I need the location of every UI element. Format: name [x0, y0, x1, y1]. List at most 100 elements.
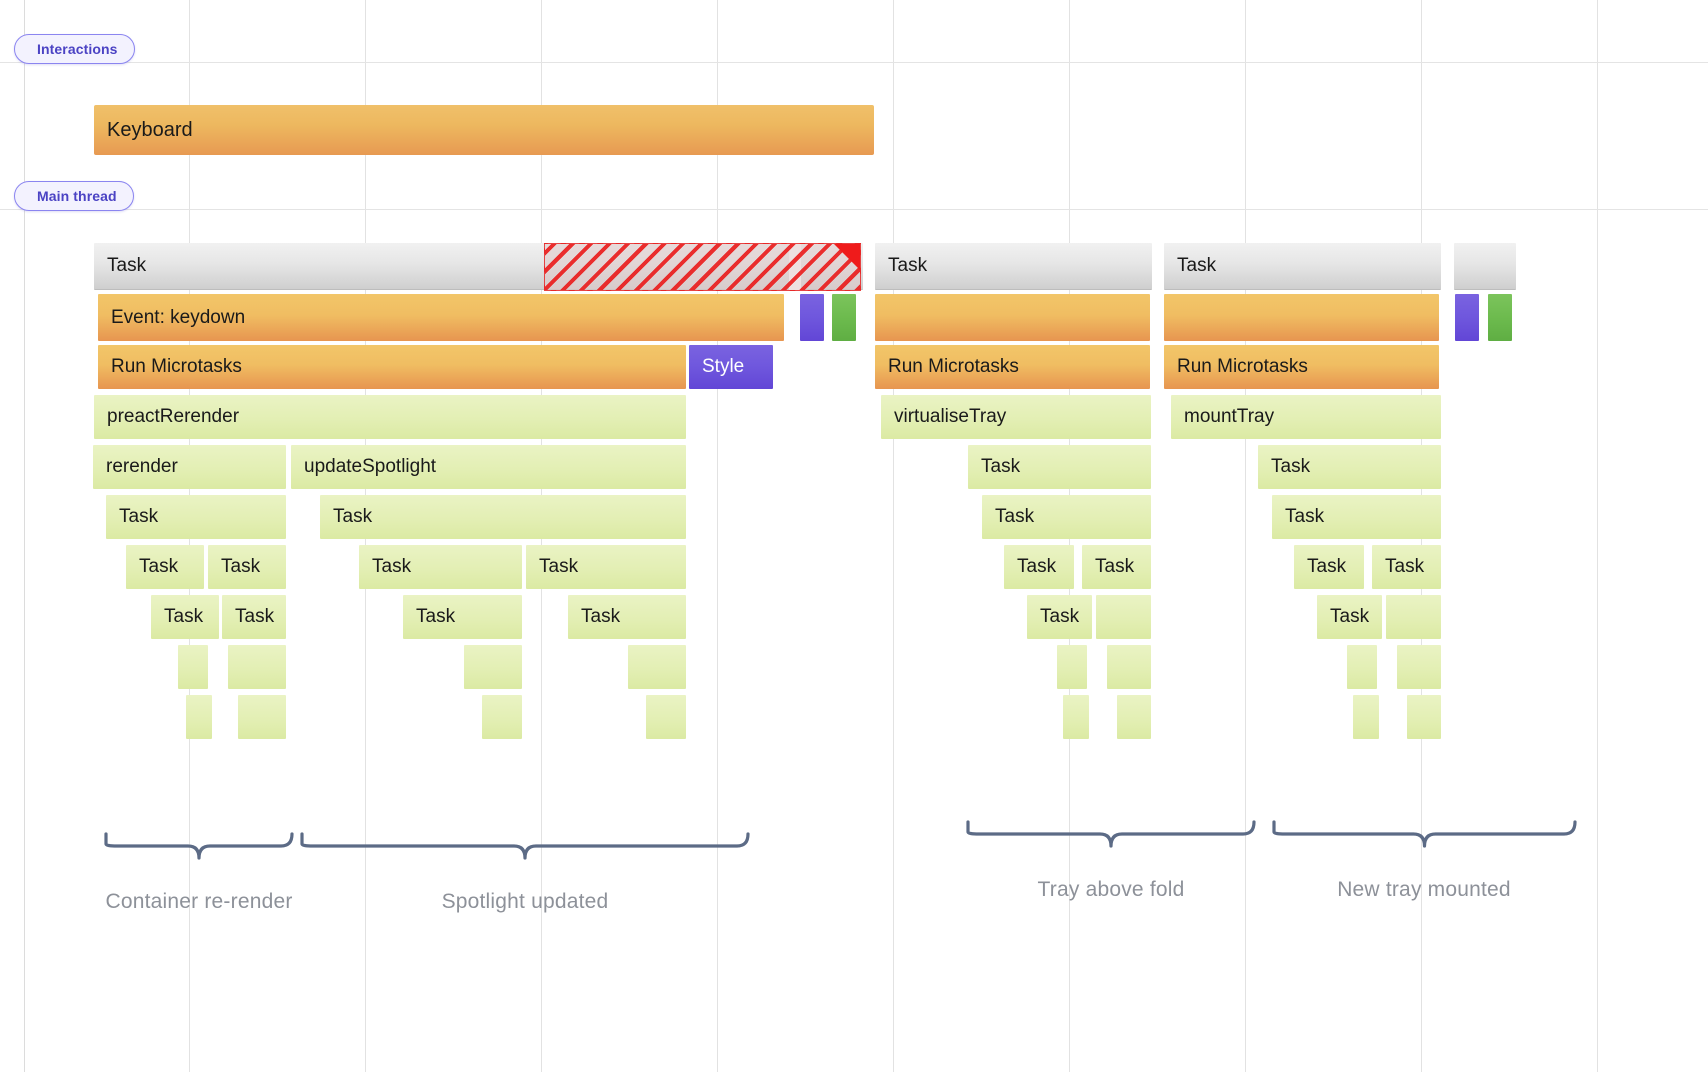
scripting-block[interactable]: Task [568, 595, 686, 639]
spotlight-updated-label: Spotlight updated [441, 890, 609, 913]
scripting-block[interactable] [482, 695, 522, 739]
scripting-block[interactable]: preactRerender [94, 395, 686, 439]
style-recalc-block[interactable] [1455, 294, 1479, 341]
gridline [24, 0, 25, 1072]
scripting-block[interactable] [1107, 645, 1151, 689]
scripting-block[interactable] [1386, 595, 1441, 639]
scripting-block[interactable] [628, 645, 686, 689]
scripting-block[interactable] [464, 645, 522, 689]
scripting-block[interactable] [1117, 695, 1151, 739]
new-tray-mounted-brace [1272, 820, 1577, 854]
scripting-block[interactable]: Task [359, 545, 522, 589]
scripting-block[interactable] [186, 695, 212, 739]
track-separator [0, 209, 1708, 210]
event-label: Task [221, 556, 261, 577]
paint-block[interactable] [1488, 294, 1512, 341]
scripting-block[interactable]: Task [1372, 545, 1441, 589]
event-label: updateSpotlight [304, 456, 437, 477]
event-label: Task [888, 255, 928, 276]
main-thread-track[interactable]: Main thread [14, 181, 134, 211]
scripting-block[interactable]: virtualiseTray [881, 395, 1151, 439]
long-task-warning[interactable] [544, 243, 861, 291]
event-label: Task [164, 606, 204, 627]
event-block[interactable]: Run Microtasks [98, 345, 686, 389]
style-recalc-block[interactable] [800, 294, 824, 341]
scripting-block[interactable]: Task [1004, 545, 1074, 589]
scripting-block[interactable] [1397, 645, 1441, 689]
scripting-block[interactable] [238, 695, 286, 739]
interactions-track[interactable]: Interactions [14, 34, 135, 64]
scripting-block[interactable]: Task [982, 495, 1151, 539]
event-label: Task [235, 606, 275, 627]
style-recalc-block[interactable]: Style [689, 345, 773, 389]
event-label: Task [333, 506, 373, 527]
event-label: Task [119, 506, 159, 527]
event-label: Task [539, 556, 579, 577]
event-label: Run Microtasks [1177, 356, 1308, 377]
event-block[interactable]: Run Microtasks [875, 345, 1150, 389]
task-block[interactable] [1454, 243, 1516, 290]
event-label: Task [581, 606, 621, 627]
event-label: Style [702, 356, 745, 377]
scripting-block[interactable]: Task [1082, 545, 1151, 589]
event-label: Task [1095, 556, 1135, 577]
spotlight-updated-brace [300, 832, 750, 866]
scripting-block[interactable] [228, 645, 286, 689]
scripting-block[interactable]: Task [1027, 595, 1092, 639]
scripting-block[interactable] [646, 695, 686, 739]
scripting-block[interactable]: Task [208, 545, 286, 589]
keyboard-interaction[interactable]: Keyboard [94, 105, 874, 155]
event-label: Task [1385, 556, 1425, 577]
event-label: Task [139, 556, 179, 577]
scripting-block[interactable]: Task [1294, 545, 1364, 589]
scripting-block[interactable] [1347, 645, 1377, 689]
scripting-block[interactable] [178, 645, 208, 689]
event-label: rerender [106, 456, 178, 477]
event-label: Keyboard [107, 118, 193, 141]
scripting-block[interactable] [1063, 695, 1089, 739]
gridline [1245, 0, 1246, 1072]
scripting-block[interactable]: Task [1317, 595, 1382, 639]
scripting-block[interactable]: Task [968, 445, 1151, 489]
event-label: Task [981, 456, 1021, 477]
event-block[interactable]: Run Microtasks [1164, 345, 1439, 389]
event-label: virtualiseTray [894, 406, 1007, 427]
task-block[interactable]: Task [875, 243, 1152, 290]
event-label: Run Microtasks [888, 356, 1019, 377]
event-label: Task [1040, 606, 1080, 627]
tray-above-fold-brace [966, 820, 1256, 854]
event-label: Task [372, 556, 412, 577]
scripting-block[interactable]: mountTray [1171, 395, 1441, 439]
scripting-block[interactable]: Task [1272, 495, 1441, 539]
event-block[interactable] [1164, 294, 1439, 341]
event-label: Run Microtasks [111, 356, 242, 377]
event-label: Task [1307, 556, 1347, 577]
scripting-block[interactable]: Task [403, 595, 522, 639]
scripting-block[interactable] [1353, 695, 1379, 739]
scripting-block[interactable] [1057, 645, 1087, 689]
event-block[interactable] [875, 294, 1150, 341]
track-separator [0, 62, 1708, 63]
gridline [1597, 0, 1598, 1072]
scripting-block[interactable]: Task [126, 545, 204, 589]
scripting-block[interactable]: Task [106, 495, 286, 539]
paint-block[interactable] [832, 294, 856, 341]
event-label: Task [1017, 556, 1057, 577]
scripting-block[interactable] [1407, 695, 1441, 739]
long-task-corner-icon [834, 244, 860, 270]
scripting-block[interactable]: updateSpotlight [291, 445, 686, 489]
scripting-block[interactable]: Task [1258, 445, 1441, 489]
scripting-block[interactable]: Task [222, 595, 286, 639]
event-label: preactRerender [107, 406, 240, 427]
event-label: Task [995, 506, 1035, 527]
scripting-block[interactable]: Task [320, 495, 686, 539]
scripting-block[interactable]: Task [151, 595, 219, 639]
event-label: Task [1271, 456, 1311, 477]
scripting-block[interactable] [1096, 595, 1151, 639]
gridline [893, 0, 894, 1072]
scripting-block[interactable]: rerender [93, 445, 286, 489]
scripting-block[interactable]: Task [526, 545, 686, 589]
event-block[interactable]: Event: keydown [98, 294, 784, 341]
task-block[interactable]: Task [1164, 243, 1441, 290]
